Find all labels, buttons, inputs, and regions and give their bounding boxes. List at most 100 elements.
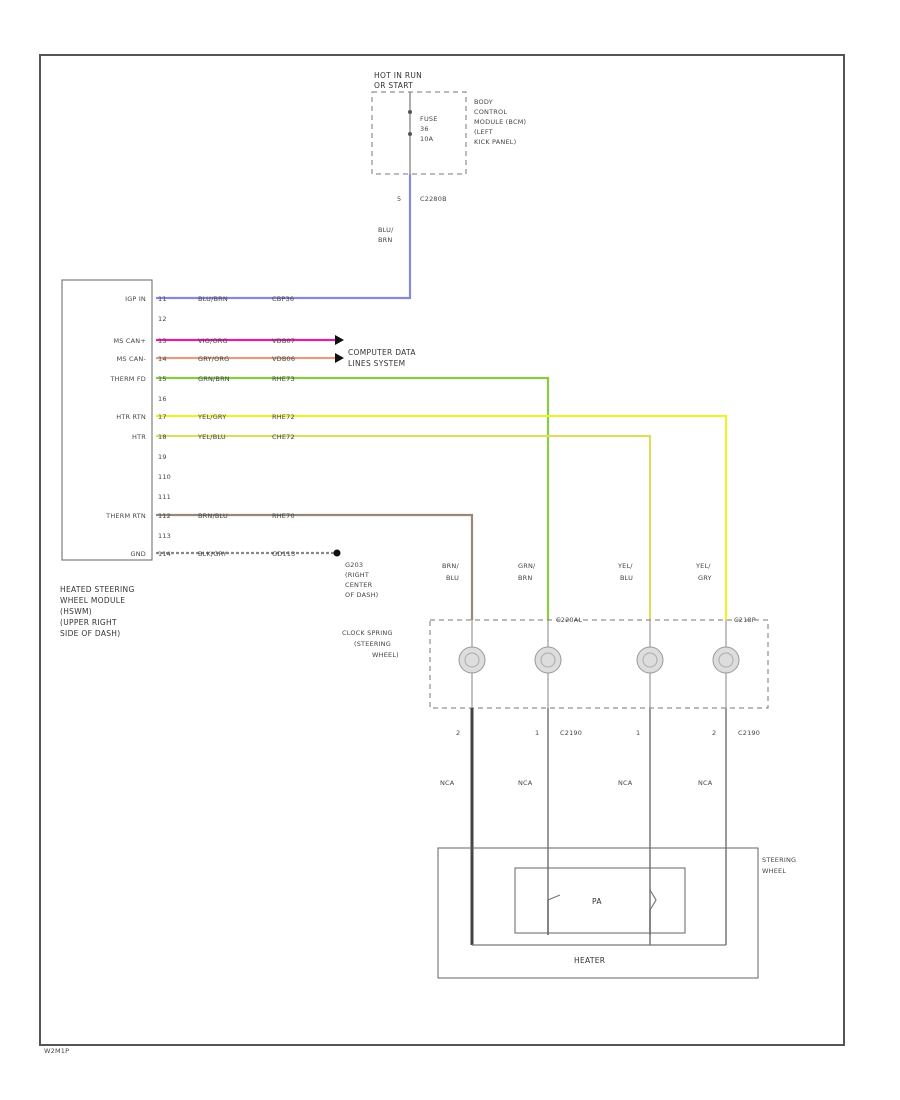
footer-code: W2M1P	[44, 1047, 69, 1055]
wire-blu-brn	[156, 174, 412, 300]
module-pin-number: 13	[158, 337, 167, 345]
module-pin-number: 19	[158, 453, 167, 461]
wire-label-color-6: BRN/BLU	[198, 512, 228, 520]
module-pin-number: 18	[158, 433, 167, 441]
module-pin-number: 12	[158, 315, 167, 323]
cs-label-2: (STEERING	[354, 640, 391, 648]
wire-label-circuit-4: RHE72	[272, 413, 295, 421]
computer-data-label-2: LINES SYSTEM	[348, 359, 405, 368]
diagram-border	[39, 54, 845, 1046]
cs-connector-top-b: C218P	[734, 616, 756, 624]
fuse-label-2: 36	[420, 125, 429, 133]
ground-label-4: OF DASH)	[345, 591, 378, 599]
bcm-label-1: BODY	[474, 98, 493, 106]
fuse-label-1: FUSE	[420, 115, 438, 123]
steering-wheel: STEERING WHEEL PA HEATER	[437, 847, 796, 979]
ground-label-3: CENTER	[345, 581, 373, 589]
wire-label-circuit-3: RHE73	[272, 375, 295, 383]
module-pin-name: HTR RTN	[116, 413, 146, 421]
cs-wire-color-1b: BRN	[518, 574, 532, 582]
module-pin-name: GND	[130, 550, 146, 558]
pa-label: PA	[592, 897, 602, 906]
module-pin-number: 110	[158, 473, 171, 481]
spring-coil-2	[534, 646, 562, 674]
module-pin-number: 14	[158, 355, 167, 363]
cs-wire-color-0b: BLU	[446, 574, 459, 582]
cs-wire-color-0a: BRN/	[442, 562, 459, 570]
wires	[156, 174, 728, 620]
cs-wire-color-1a: GRN/	[518, 562, 536, 570]
cs-pin-bottom-2: 1	[636, 729, 640, 737]
cs-connector-bottom-b: C2190	[738, 729, 760, 737]
module-pin-name: THERM RTN	[105, 512, 146, 520]
steering-wheel-box	[437, 847, 759, 979]
module-label-5: SIDE OF DASH)	[60, 629, 120, 638]
wire-label-color-0: BLU/BRN	[198, 295, 228, 303]
cs-connector-bottom-a: C2190	[560, 729, 582, 737]
heater-label: HEATER	[574, 956, 605, 965]
bcm-connector: C2280B	[420, 195, 447, 203]
wire-brn-blu	[156, 513, 474, 620]
wire-yel-blu	[156, 434, 652, 620]
cs-pin-bottom-1: 1	[535, 729, 539, 737]
module-pin-name: MS CAN+	[114, 337, 147, 345]
cs-pin-bottom-0: 2	[456, 729, 460, 737]
cs-wire-color-2b: BLU	[620, 574, 633, 582]
computer-data-label-1: COMPUTER DATA	[348, 348, 416, 357]
arrow-vio-org	[335, 335, 344, 345]
module-label-1: HEATED STEERING	[60, 585, 135, 594]
spring-coil-4	[712, 646, 740, 674]
ground-label-1: G203	[345, 561, 363, 569]
cs-pin-bottom-3: 2	[712, 729, 716, 737]
module-label-4: (UPPER RIGHT	[60, 618, 117, 627]
spring-coil-3	[636, 646, 664, 674]
pa-box	[514, 867, 686, 934]
bcm-wire-color-1: BLU/	[378, 226, 394, 234]
steering-wheel-label-2: WHEEL	[762, 867, 786, 875]
ground-dot	[333, 549, 341, 557]
bcm-label-5: KICK PANEL)	[474, 138, 516, 146]
module-pin-number: 17	[158, 413, 167, 421]
module-pin-name: HTR	[132, 433, 146, 441]
wire-label-circuit-7: GD113	[272, 550, 295, 558]
module-label-3: (HSWM)	[60, 607, 92, 616]
wire-grn-brn	[156, 376, 550, 620]
bcm-label-2: CONTROL	[474, 108, 507, 116]
clock-spring: BRN/ BLU GRN/ BRN YEL/ BLU YEL/ GRY C220…	[342, 562, 769, 945]
cs-wire-color-2a: YEL/	[617, 562, 633, 570]
wire-label-color-5: YEL/BLU	[197, 433, 226, 441]
lower-wire-label-3: NCA	[698, 779, 713, 787]
bcm-dashed-box	[371, 91, 467, 175]
module-pin-name: IGP IN	[125, 295, 146, 303]
fuse-label-3: 10A	[420, 135, 434, 143]
ground-label-2: (RIGHT	[345, 571, 369, 579]
wire-labels: BLU/BRN CBP36 VIO/ORG VDB07 GRY/ORG VDB0…	[197, 295, 295, 558]
fuse-box-header-1: HOT IN RUN	[374, 71, 422, 80]
lower-wire-label-0: NCA	[440, 779, 455, 787]
bcm-label-4: (LEFT	[474, 128, 493, 136]
lower-wire-label-1: NCA	[518, 779, 533, 787]
hswm-box	[61, 279, 153, 561]
fuse-box: HOT IN RUN OR START FUSE 36 10A BODY CON…	[371, 71, 526, 244]
cs-wire-color-3b: GRY	[698, 574, 712, 582]
cs-wire-color-3a: YEL/	[695, 562, 711, 570]
wire-label-circuit-2: VDB06	[272, 355, 295, 363]
wire-label-color-1: VIO/ORG	[198, 337, 228, 345]
spring-coil-1	[458, 646, 486, 674]
steering-wheel-label-1: STEERING	[762, 856, 796, 864]
module-pin-number: 111	[158, 493, 171, 501]
wire-label-circuit-1: VDB07	[272, 337, 295, 345]
cs-label-1: CLOCK SPRING	[342, 629, 393, 637]
fuse-terminal-top	[408, 110, 412, 114]
wire-label-color-3: GRN/BRN	[198, 375, 230, 383]
fuse-terminal-bottom	[408, 132, 412, 136]
module-pin-name: MS CAN-	[117, 355, 147, 363]
module-pin-number: 11	[158, 295, 167, 303]
module-pin-number: 113	[158, 532, 171, 540]
bcm-label-3: MODULE (BCM)	[474, 118, 526, 126]
module-pin-number: 112	[158, 512, 171, 520]
clock-spring-dashed-box	[429, 619, 769, 709]
fuse-box-header-2: OR START	[374, 81, 413, 90]
